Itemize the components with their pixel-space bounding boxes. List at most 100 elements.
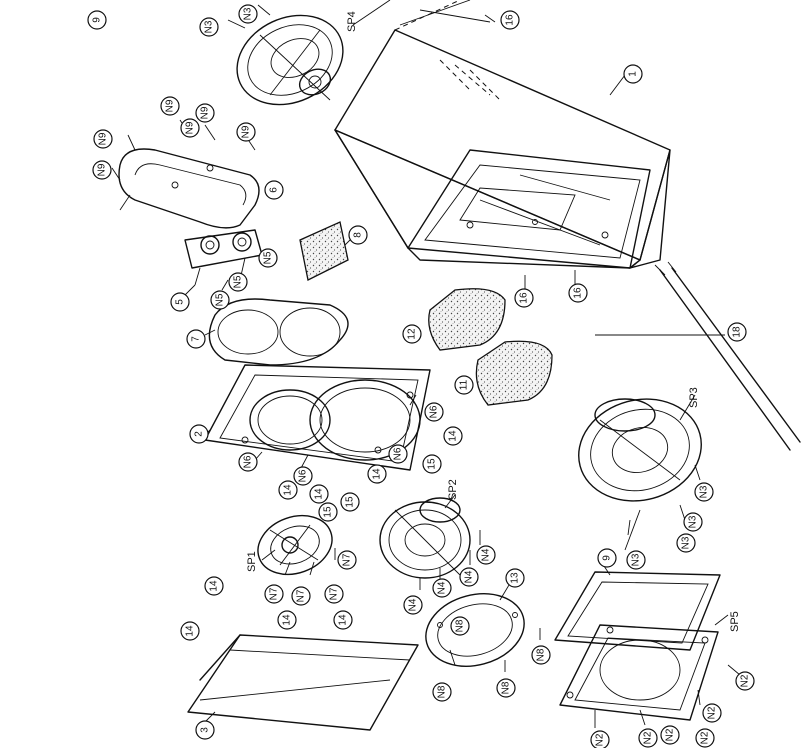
callout-text: N3 <box>688 515 699 528</box>
callout-p16: 16 <box>500 10 520 30</box>
callout-text: N9 <box>97 163 108 176</box>
callout-n5: N5 <box>228 272 248 292</box>
callout-n4: N4 <box>432 578 452 598</box>
callout-text: 16 <box>505 14 516 26</box>
callout-text: 14 <box>338 614 349 626</box>
callout-text: 5 <box>175 299 186 305</box>
callout-n2: N2 <box>695 728 715 748</box>
callout-n6: N6 <box>424 402 444 422</box>
callout-text: 14 <box>372 468 383 480</box>
callout-text: N3 <box>699 485 710 498</box>
callout-text: N2 <box>740 674 751 687</box>
baffle-board <box>204 364 431 471</box>
gasket-9 <box>554 571 721 651</box>
callout-n9: N9 <box>160 96 180 116</box>
callout-n9: N9 <box>93 129 113 149</box>
callout-text: N6 <box>393 447 404 460</box>
callout-n8: N8 <box>450 616 470 636</box>
callout-text: 6 <box>269 187 280 193</box>
callout-n4: N4 <box>476 545 496 565</box>
cabinet <box>334 0 671 269</box>
callout-text: N2 <box>643 731 654 744</box>
callout-text: N7 <box>269 587 280 600</box>
callout-n8: N8 <box>432 682 452 702</box>
callout-n7: N7 <box>291 586 311 606</box>
callout-p14: 14 <box>367 464 387 484</box>
screws <box>111 4 741 728</box>
callout-p11: 11 <box>454 375 474 395</box>
callout-n2: N2 <box>735 671 755 691</box>
callout-text: N3 <box>204 20 215 33</box>
callout-p18: 18 <box>727 322 747 342</box>
foam-11 <box>475 340 553 406</box>
callout-p5: 5 <box>170 292 190 312</box>
callout-text: N9 <box>241 125 252 138</box>
callout-p6: 6 <box>264 180 284 200</box>
callout-p14: 14 <box>443 426 463 446</box>
callout-n3: N3 <box>199 17 219 37</box>
callout-text: N5 <box>263 251 274 264</box>
gasket-7 <box>208 298 349 366</box>
callout-text: 15 <box>345 496 356 508</box>
callout-n7: N7 <box>337 550 357 570</box>
speaker-sp3 <box>578 398 702 502</box>
callout-text: N6 <box>243 455 254 468</box>
callout-text: 14 <box>283 484 294 496</box>
callout-text: 14 <box>448 430 459 442</box>
label-sp2: SP2 <box>447 479 459 500</box>
callout-n5: N5 <box>258 248 278 268</box>
callout-text: 16 <box>519 292 530 304</box>
callout-text: N9 <box>185 121 196 134</box>
callout-text: N6 <box>429 405 440 418</box>
callout-text: 2 <box>194 431 205 437</box>
callout-n2: N2 <box>702 703 722 723</box>
callout-text: N2 <box>700 731 711 744</box>
callout-text: N8 <box>437 685 448 698</box>
callout-p14: 14 <box>309 484 329 504</box>
callout-n2: N2 <box>660 725 680 745</box>
callout-text: N9 <box>98 132 109 145</box>
callout-p14: 14 <box>278 480 298 500</box>
callout-n8: N8 <box>531 645 551 665</box>
callout-n2: N2 <box>638 728 658 748</box>
callout-text: N4 <box>481 548 492 561</box>
callout-n3: N3 <box>683 512 703 532</box>
callout-text: 18 <box>732 326 743 338</box>
label-sp5: SP5 <box>729 611 741 632</box>
callout-n3: N3 <box>626 550 646 570</box>
label-sp1: SP1 <box>246 551 258 572</box>
callout-p13: 13 <box>505 568 525 588</box>
callout-n3: N3 <box>694 482 714 502</box>
callout-p2: 2 <box>189 424 209 444</box>
callout-text: N7 <box>342 553 353 566</box>
callout-n4: N4 <box>459 567 479 587</box>
callout-text: N4 <box>408 598 419 611</box>
callout-n8: N8 <box>496 678 516 698</box>
callout-p16: 16 <box>514 288 534 308</box>
callout-text: N9 <box>165 99 176 112</box>
callout-p9: 9 <box>87 10 107 30</box>
callout-p9: 9 <box>597 548 617 568</box>
callout-text: 15 <box>427 458 438 470</box>
callout-text: 16 <box>573 287 584 299</box>
callout-p3: 3 <box>195 720 215 740</box>
speaker-sp2 <box>379 497 471 579</box>
callout-p15: 15 <box>340 492 360 512</box>
callout-p15: 15 <box>318 502 338 522</box>
callout-n6: N6 <box>238 452 258 472</box>
callout-text: N7 <box>329 587 340 600</box>
callout-text: 11 <box>459 379 470 390</box>
speaker-sp4 <box>236 14 344 106</box>
callout-text: 1 <box>628 71 639 77</box>
callout-text: 14 <box>209 580 220 592</box>
callout-p16: 16 <box>568 283 588 303</box>
callout-p14: 14 <box>180 621 200 641</box>
speaker-sp1 <box>257 514 333 576</box>
callout-text: 9 <box>92 17 103 23</box>
callout-text: N9 <box>200 106 211 119</box>
callout-text: 14 <box>282 614 293 626</box>
label-sp3: SP3 <box>688 387 700 408</box>
callout-n6: N6 <box>293 466 313 486</box>
callout-text: N7 <box>296 589 307 602</box>
